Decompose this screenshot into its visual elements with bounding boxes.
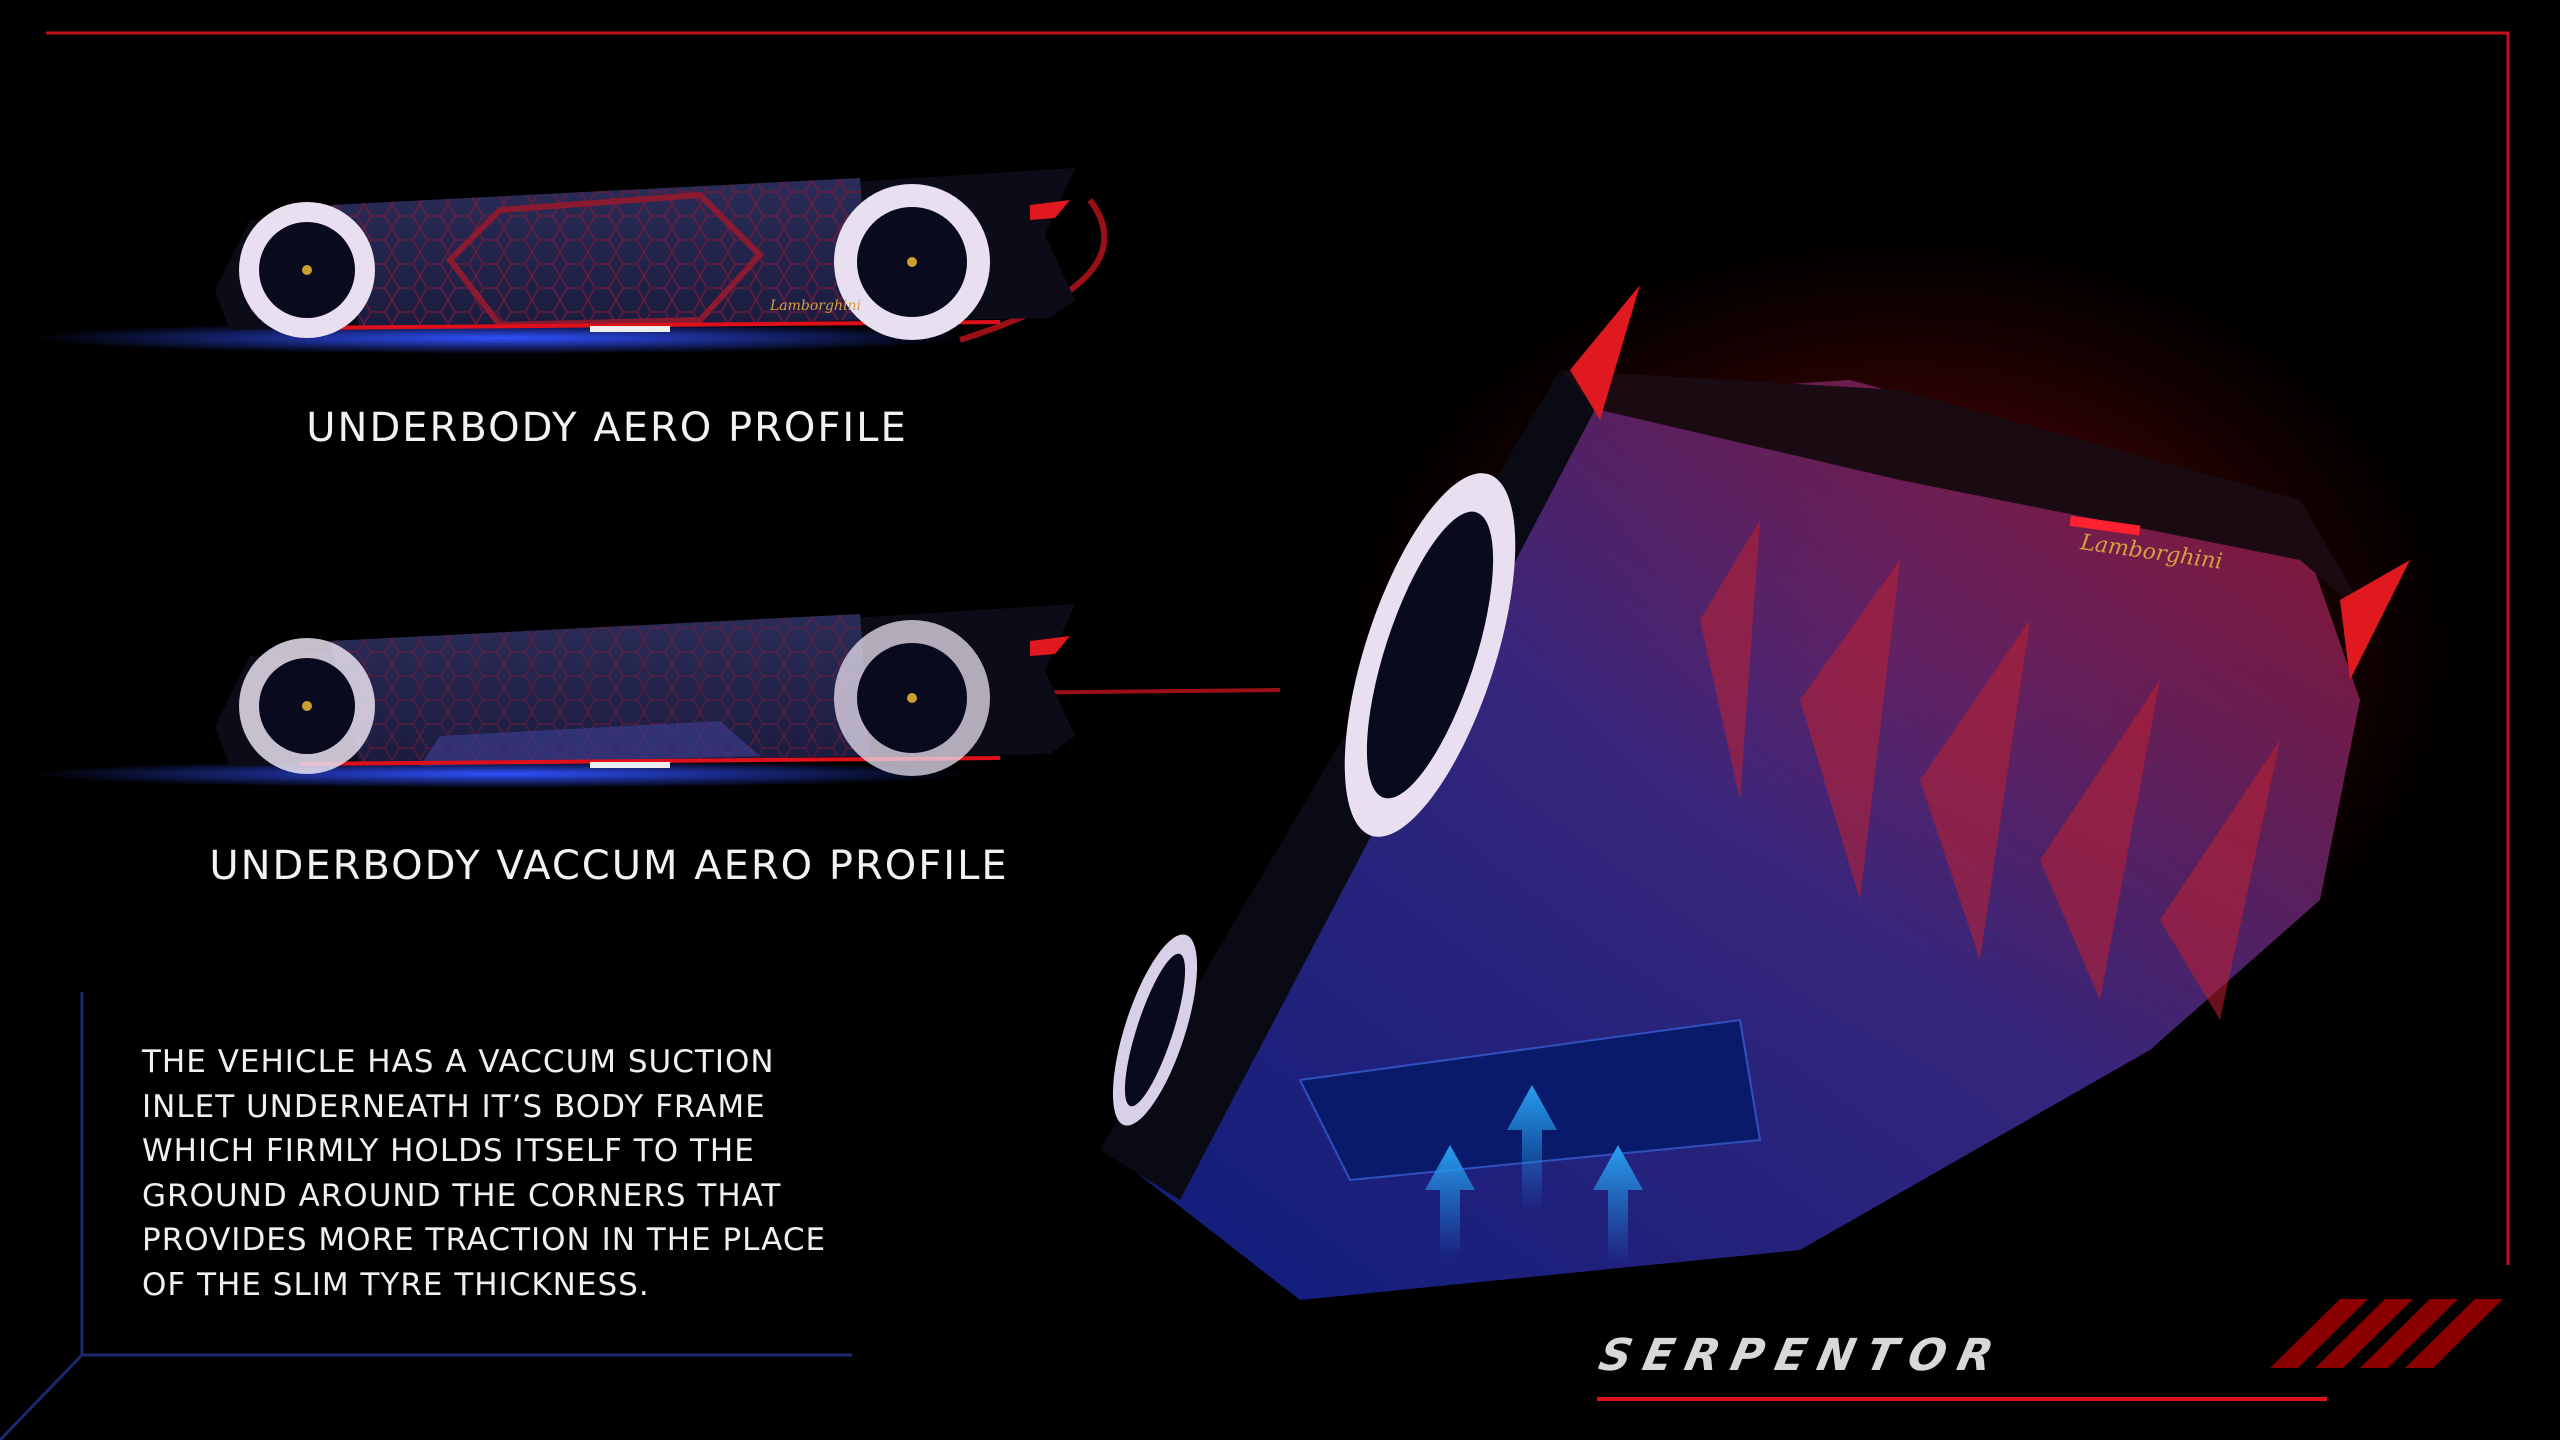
- description-line: OF THE SLIM TYRE THICKNESS.: [142, 1266, 650, 1303]
- car-underside-render: [1100, 230, 2460, 1300]
- car-side-profile-2: [30, 604, 1281, 788]
- profile-label-vaccum-aero: UNDERBODY VACCUM AERO PROFILE: [209, 843, 1009, 889]
- stripes-decoration: [2270, 1299, 2503, 1368]
- description-line: INLET UNDERNEATH IT’S BODY FRAME: [142, 1088, 766, 1125]
- profile-label-aero: UNDERBODY AERO PROFILE: [306, 405, 908, 451]
- frame-red: [46, 31, 2510, 1265]
- description-line: THE VEHICLE HAS A VACCUM SUCTION: [142, 1044, 775, 1080]
- car-side-profile-1: [30, 168, 1108, 354]
- description-text: THE VEHICLE HAS A VACCUM SUCTION INLET U…: [142, 1040, 826, 1307]
- description-line: GROUND AROUND THE CORNERS THAT: [142, 1177, 782, 1214]
- airflow-arrow-icons: [1425, 1085, 1643, 1265]
- serpentor-logo: SERPENTOR: [1594, 1330, 2010, 1381]
- description-line: WHICH FIRMLY HOLDS ITSELF TO THE: [142, 1133, 755, 1169]
- maker-script-side-profile: Lamborghini: [770, 298, 861, 314]
- frame-blue: [0, 992, 852, 1440]
- description-line: PROVIDES MORE TRACTION IN THE PLACE: [142, 1222, 827, 1258]
